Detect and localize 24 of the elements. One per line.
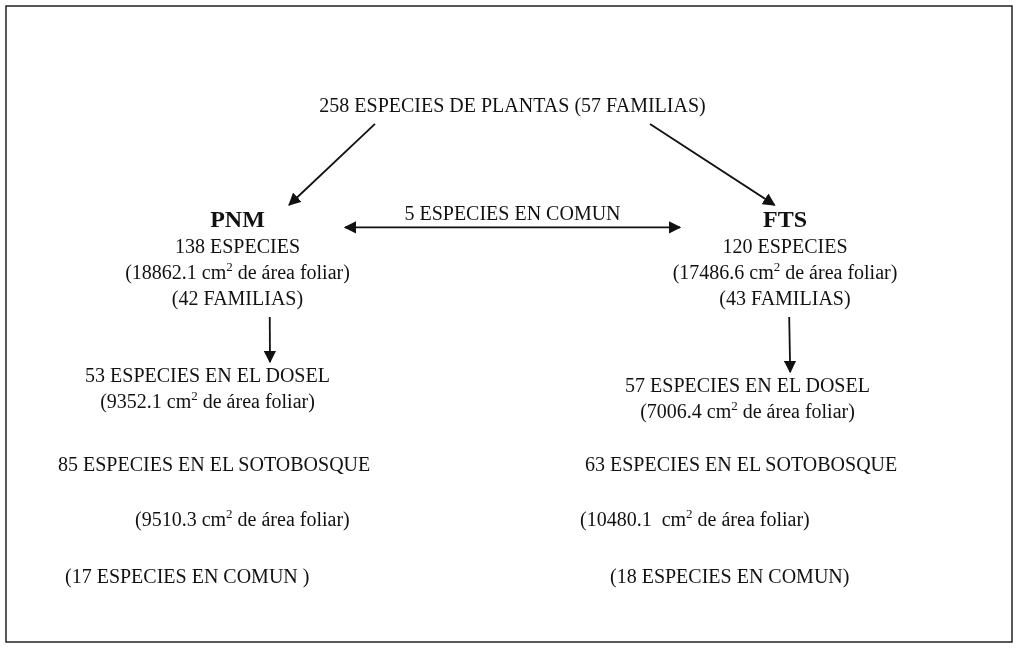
leaf-area-text: (9510.3 cm$^{2}$ de área foliar) <box>135 507 350 531</box>
shared-species-text: (18 ESPECIES EN COMUN) <box>610 564 850 588</box>
title-text: 258 ESPECIES DE PLANTAS (57 FAMILIAS) <box>319 93 706 118</box>
leaf-area-text: (10480.1 cm$^{2}$ de área foliar) <box>580 507 810 531</box>
leaf-area-text: (17486.6 cm$^{2}$ de área foliar) <box>672 259 898 285</box>
leaf-area-text: (9352.1 cm$^{2}$ de área foliar) <box>100 388 315 414</box>
site-heading: PNM <box>210 205 265 233</box>
arrow <box>263 316 277 364</box>
canopy-species-text: 53 ESPECIES EN EL DOSEL <box>85 363 330 388</box>
species-count: 120 ESPECIES <box>722 234 848 259</box>
arrow <box>649 123 776 206</box>
understory-species-text: 85 ESPECIES EN EL SOTOBOSQUE <box>58 452 371 476</box>
site-heading: FTS <box>763 205 807 233</box>
family-count: (42 FAMILIAS) <box>171 286 304 311</box>
understory-species-text: 63 ESPECIES EN EL SOTOBOSQUE <box>585 452 898 476</box>
leaf-area-text: (18862.1 cm$^{2}$ de área foliar) <box>125 259 350 285</box>
arrow <box>343 221 682 234</box>
shared-species-text: (17 ESPECIES EN COMUN ) <box>65 564 310 588</box>
species-count: 138 ESPECIES <box>175 234 300 259</box>
family-count: (43 FAMILIAS) <box>719 286 851 311</box>
canopy-species-text: 57 ESPECIES EN EL DOSEL <box>625 373 870 398</box>
arrow <box>288 123 376 206</box>
arrow <box>783 316 797 374</box>
leaf-area-text: (7006.4 cm$^{2}$ de área foliar) <box>640 398 855 424</box>
